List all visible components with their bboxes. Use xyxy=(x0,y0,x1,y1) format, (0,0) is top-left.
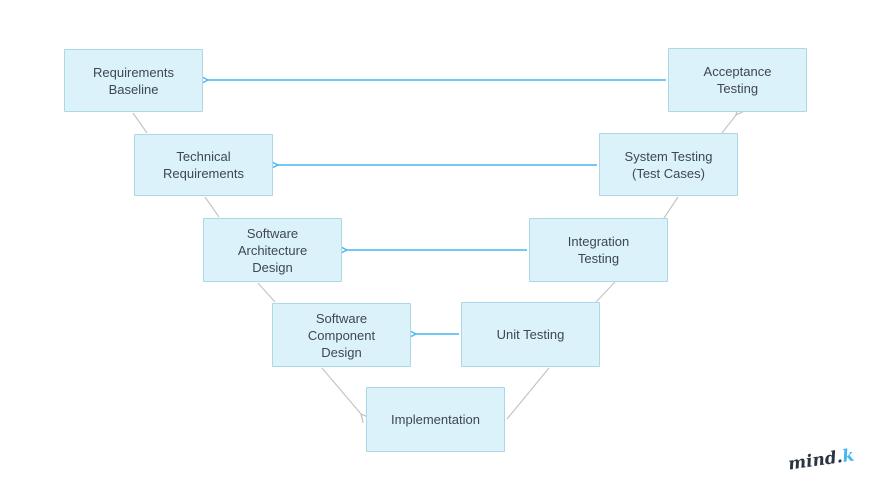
connector-requirements-to-technical xyxy=(132,112,148,134)
node-requirements-baseline: Requirements Baseline xyxy=(64,49,203,112)
connector-technical-to-architecture xyxy=(204,196,220,218)
connector-unit-to-integration xyxy=(595,281,616,303)
node-technical-requirements: Technical Requirements xyxy=(134,134,273,196)
node-system-testing: System Testing (Test Cases) xyxy=(599,133,738,196)
connector-component-to-implementation xyxy=(321,367,370,423)
node-software-component-design: Software Component Design xyxy=(272,303,411,367)
node-software-architecture-design: Software Architecture Design xyxy=(203,218,342,282)
node-integration-testing: Integration Testing xyxy=(529,218,668,282)
node-implementation: Implementation xyxy=(366,387,505,452)
node-acceptance-testing: Acceptance Testing xyxy=(668,48,807,112)
connector-system-to-acceptance xyxy=(721,106,745,134)
connector-implementation-to-unit xyxy=(506,367,550,420)
connector-architecture-to-component xyxy=(257,282,276,303)
node-unit-testing: Unit Testing xyxy=(461,302,600,367)
connector-integration-to-system xyxy=(663,196,679,219)
